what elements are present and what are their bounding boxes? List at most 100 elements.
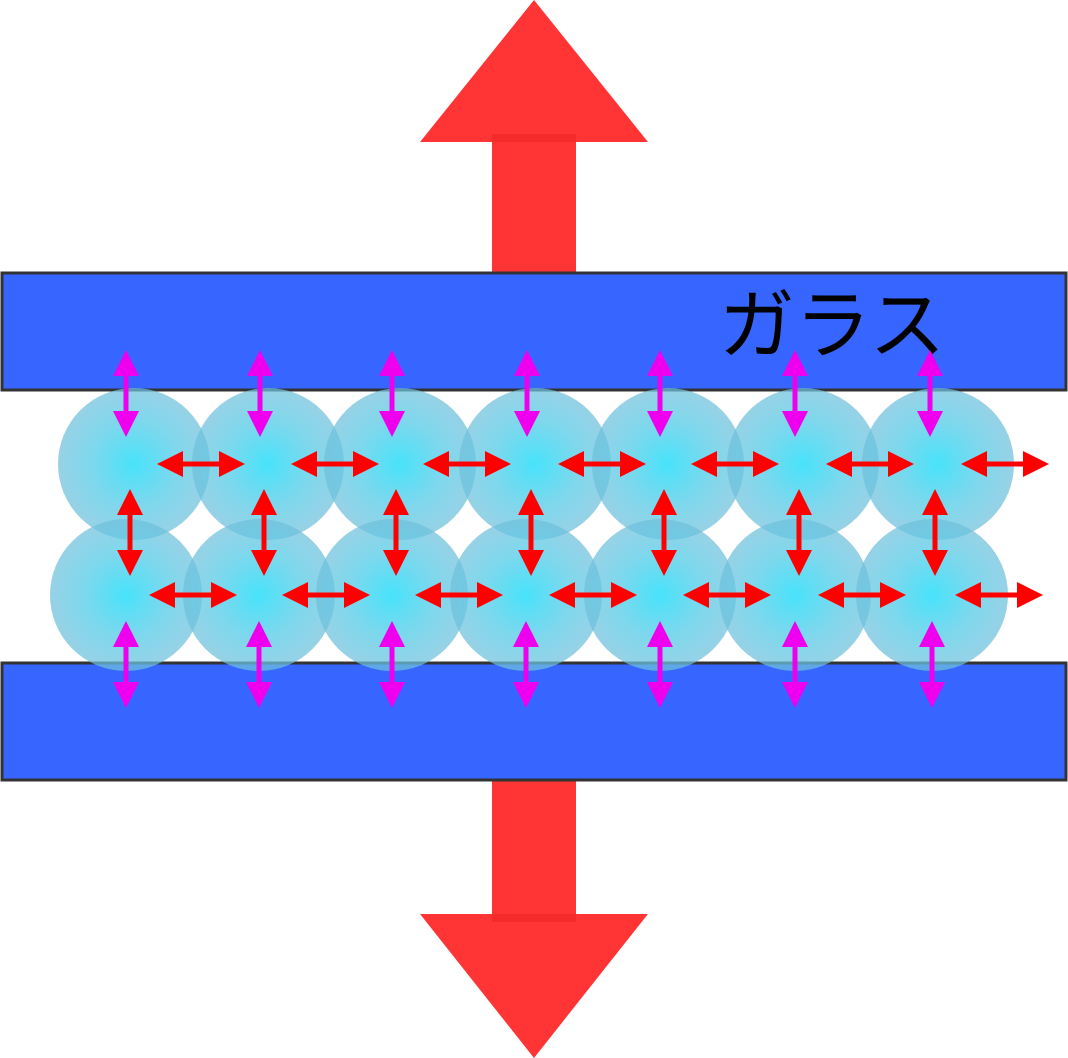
horizontal-attraction-arrow [415,582,503,608]
horizontal-attraction-arrow-head [549,582,575,608]
bottom-adhesion-arrow-head [513,682,539,708]
top-adhesion-arrow [113,350,139,437]
bottom-pull-arrow [420,778,648,1058]
bottom-adhesion-arrow-head [379,682,405,708]
vertical-attraction-arrow-head [651,489,677,515]
bottom-adhesion-arrow-head [782,621,808,647]
bottom-adhesion-arrow [379,621,405,708]
bottom-adhesion-arrow-head [647,621,673,647]
top-adhesion-arrow-head [782,350,808,376]
horizontal-attraction-arrow-head [485,451,511,477]
vertical-attraction-arrow [518,489,544,576]
top-adhesion-arrow-head [647,411,673,437]
vertical-attraction-arrow-head [383,550,409,576]
horizontal-attraction-arrow [691,451,779,477]
bottom-adhesion-arrow [647,621,673,708]
vertical-attraction-arrow-head [383,489,409,515]
bottom-adhesion-arrow-head [113,621,139,647]
horizontal-attraction-arrow-head [1023,451,1049,477]
top-pull-arrow-shaft [492,134,576,276]
horizontal-attraction-arrow-head [282,582,308,608]
horizontal-attraction-arrow-head [477,582,503,608]
bottom-adhesion-arrow-head [919,682,945,708]
horizontal-attraction-arrow [549,582,637,608]
bottom-adhesion-arrow-head [782,682,808,708]
top-adhesion-arrow-head [379,350,405,376]
vertical-attraction-arrow-head [117,489,143,515]
vertical-attraction-arrow [251,489,277,576]
horizontal-attraction-arrow-head [291,451,317,477]
horizontal-attraction-arrow-head [423,451,449,477]
vertical-attraction-arrow [383,489,409,576]
bottom-adhesion-arrow [113,621,139,708]
horizontal-attraction-arrow-head [1017,582,1043,608]
bottom-adhesion-arrow-head [246,682,272,708]
horizontal-attraction-arrow-head [691,451,717,477]
bottom-pull-arrow-head [420,914,648,1058]
horizontal-attraction-arrow-head [620,451,646,477]
top-adhesion-arrow [247,350,273,437]
vertical-attraction-arrow [786,489,812,576]
liquid-particle [592,388,744,540]
horizontal-attraction-arrow [282,582,370,608]
horizontal-attraction-arrow-head [558,451,584,477]
bottom-adhesion-arrow-head [379,621,405,647]
bottom-adhesion-arrow-head [647,682,673,708]
top-adhesion-arrow-head [113,350,139,376]
top-adhesion-arrow-head [247,350,273,376]
vertical-attraction-arrow [117,489,143,576]
vertical-attraction-arrow-head [786,550,812,576]
bottom-glass-plate [0,661,1068,782]
top-glass-plate [0,271,1068,392]
horizontal-attraction-arrow [961,451,1049,477]
horizontal-attraction-arrow [157,451,245,477]
horizontal-attraction-arrow-head [955,582,981,608]
horizontal-attraction-arrow [423,451,511,477]
vertical-attraction-arrow-head [251,489,277,515]
bottom-adhesion-arrow-head [246,621,272,647]
horizontal-attraction-arrow-head [211,582,237,608]
horizontal-attraction-arrow-head [415,582,441,608]
horizontal-attraction-arrow [558,451,646,477]
big-arrows [420,0,648,1058]
bottom-adhesion-arrow [246,621,272,708]
bottom-adhesion-arrow [919,621,945,708]
horizontal-attraction-arrow-head [745,582,771,608]
bottom-adhesion-arrow-head [513,621,539,647]
horizontal-attraction-arrow-head [344,582,370,608]
top-adhesion-arrow-head [647,350,673,376]
top-adhesion-arrow [379,350,405,437]
horizontal-attraction-arrow [149,582,237,608]
top-adhesion-arrow-head [917,350,943,376]
bottom-adhesion-arrow [513,621,539,708]
horizontal-attraction-arrow [291,451,379,477]
vertical-attraction-arrow [922,489,948,576]
vertical-attraction-arrow [651,489,677,576]
force-arrows [113,350,1049,708]
liquid-particle [719,519,871,671]
liquid-particle [862,388,1014,540]
bottom-adhesion-arrow [782,621,808,708]
top-adhesion-arrow-head [379,411,405,437]
horizontal-attraction-arrow [826,451,914,477]
liquid-particle [584,519,736,671]
top-adhesion-arrow-head [782,411,808,437]
horizontal-attraction-arrow-head [157,451,183,477]
liquid-particle [316,519,468,671]
horizontal-attraction-arrow-head [753,451,779,477]
horizontal-attraction-arrow-head [818,582,844,608]
top-pull-arrow-head [420,0,648,142]
liquid-particle [856,519,1008,671]
liquid-particle [50,519,202,671]
vertical-attraction-arrow-head [251,550,277,576]
horizontal-attraction-arrow-head [683,582,709,608]
liquid-particle [450,519,602,671]
top-adhesion-arrow-head [514,411,540,437]
top-adhesion-arrow [917,350,943,437]
horizontal-attraction-arrow-head [149,582,175,608]
top-adhesion-arrow [782,350,808,437]
vertical-attraction-arrow-head [922,489,948,515]
liquid-particle [459,388,611,540]
top-pull-arrow-overlap [492,134,576,142]
